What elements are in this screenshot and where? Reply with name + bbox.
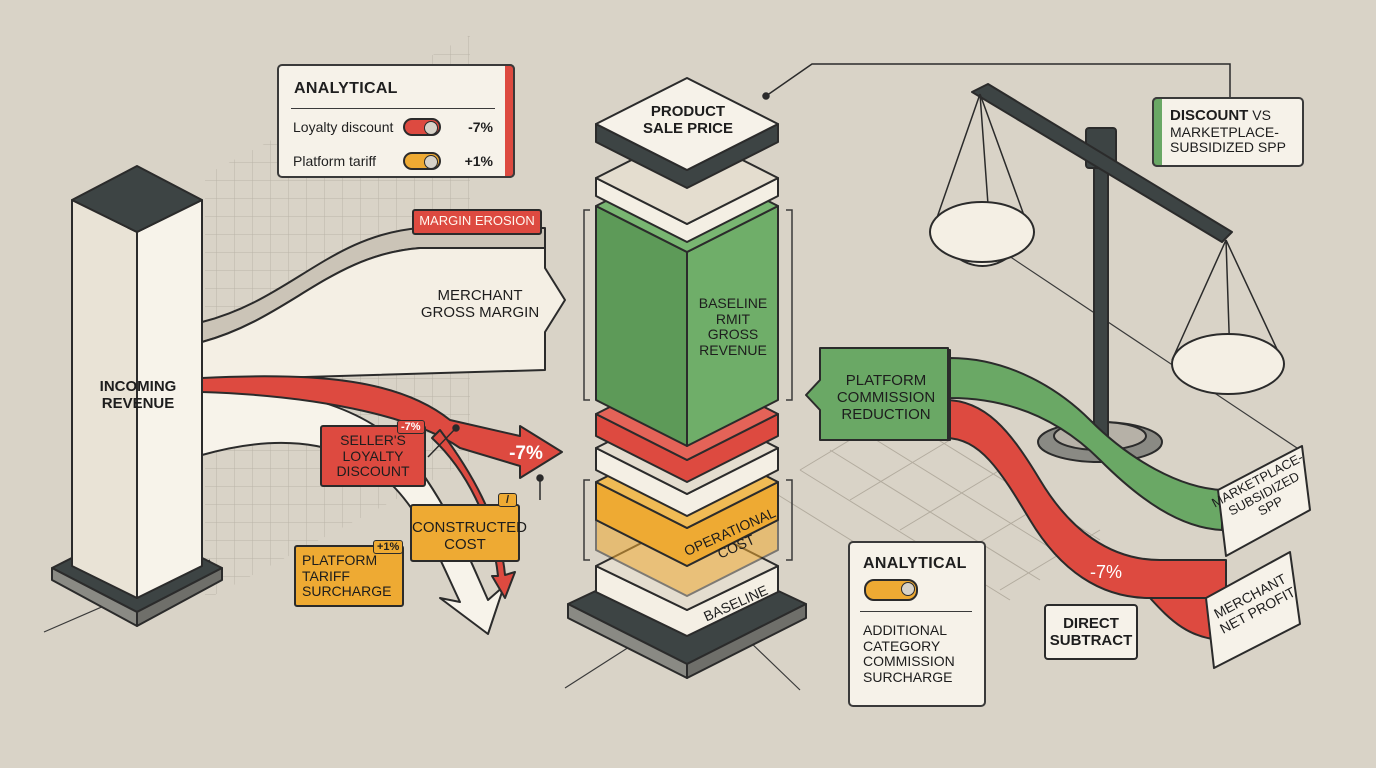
platform-tariff-value: +1% [464, 153, 493, 169]
product-sale-price-label: PRODUCT SALE PRICE [642, 103, 733, 137]
panel-accent-green [1152, 97, 1162, 167]
platform-commission-reduction-label: PLATFORM COMMISSION REDUCTION [836, 372, 936, 423]
analytical-panel-top: ANALYTICAL Loyalty discount -7% Platform… [277, 64, 515, 178]
incoming-revenue-pillar [51, 165, 223, 627]
end-blocks [1205, 445, 1311, 669]
sellers-loyalty-discount-label: SELLER'S LOYALTY DISCOUNT [336, 432, 410, 480]
loyalty-discount-label: Loyalty discount [293, 119, 394, 135]
constructed-cost-box: CONSTRUCTED COST [410, 504, 527, 562]
analytical-panel-bottom: ANALYTICAL ADDITIONAL CATEGORY COMMISSIO… [848, 541, 986, 707]
platform-tariff-surcharge-box: PLATFORM TARIFF SURCHARGE [294, 545, 404, 607]
platform-tariff-label: Platform tariff [293, 153, 376, 169]
discount-vs-spp-panel: DISCOUNT VS MARKETPLACE- SUBSIDIZED SPP [1152, 97, 1304, 167]
analytical-panel-top-title: ANALYTICAL [294, 80, 398, 97]
gross-margin-flow [201, 227, 566, 381]
panel-accent-red [505, 64, 515, 178]
loyalty-discount-toggle[interactable] [403, 118, 441, 136]
margin-erosion-label: MARGIN EROSION [419, 213, 535, 228]
baseline-rmit-label: BASELINE RMIT GROSS REVENUE [698, 295, 768, 359]
incoming-revenue-label: INCOMING REVENUE [99, 378, 177, 412]
connectors [427, 63, 1231, 500]
loyalty-discount-value: -7% [468, 119, 493, 135]
analytical-panel-bottom-title: ANALYTICAL [863, 555, 967, 572]
tariff-tag: +1% [373, 540, 404, 554]
panel-divider [291, 108, 495, 109]
discount-vs-bold: DISCOUNT [1170, 107, 1249, 124]
platform-tariff-toggle[interactable] [403, 152, 441, 170]
minus-seven-arrow-label: -7% [509, 443, 543, 464]
loyalty-tag: -7% [397, 420, 425, 434]
panel-divider-bottom [860, 611, 972, 612]
platform-tariff-row: Platform tariff +1% [293, 152, 493, 170]
commission-surcharge-toggle[interactable] [864, 579, 918, 601]
central-stack [567, 77, 807, 679]
merchant-gross-margin-label: MERCHANT GROSS MARGIN [420, 287, 540, 321]
minus-seven-ramp-label: -7% [1089, 562, 1122, 582]
balance-scale [929, 83, 1285, 463]
constructed-cost-label: CONSTRUCTED COST [412, 519, 527, 553]
loyalty-discount-row: Loyalty discount -7% [293, 118, 493, 136]
discount-vs-rest: VS MARKETPLACE- SUBSIDIZED SPP [1170, 107, 1286, 156]
direct-subtract-label: DIRECT SUBTRACT [1049, 615, 1133, 649]
discount-vs-spp-title: DISCOUNT VS MARKETPLACE- SUBSIDIZED SPP [1170, 107, 1286, 156]
margin-erosion-tag [412, 209, 542, 235]
direct-subtract-box: DIRECT SUBTRACT [1044, 604, 1138, 660]
additional-commission-text: ADDITIONAL CATEGORY COMMISSION SURCHARGE [863, 622, 955, 686]
sellers-loyalty-discount-box: SELLER'S LOYALTY DISCOUNT [320, 425, 426, 487]
stack-brackets [583, 209, 793, 561]
platform-tariff-surcharge-label: PLATFORM TARIFF SURCHARGE [302, 552, 392, 600]
constructed-cost-tag: / [498, 493, 518, 507]
